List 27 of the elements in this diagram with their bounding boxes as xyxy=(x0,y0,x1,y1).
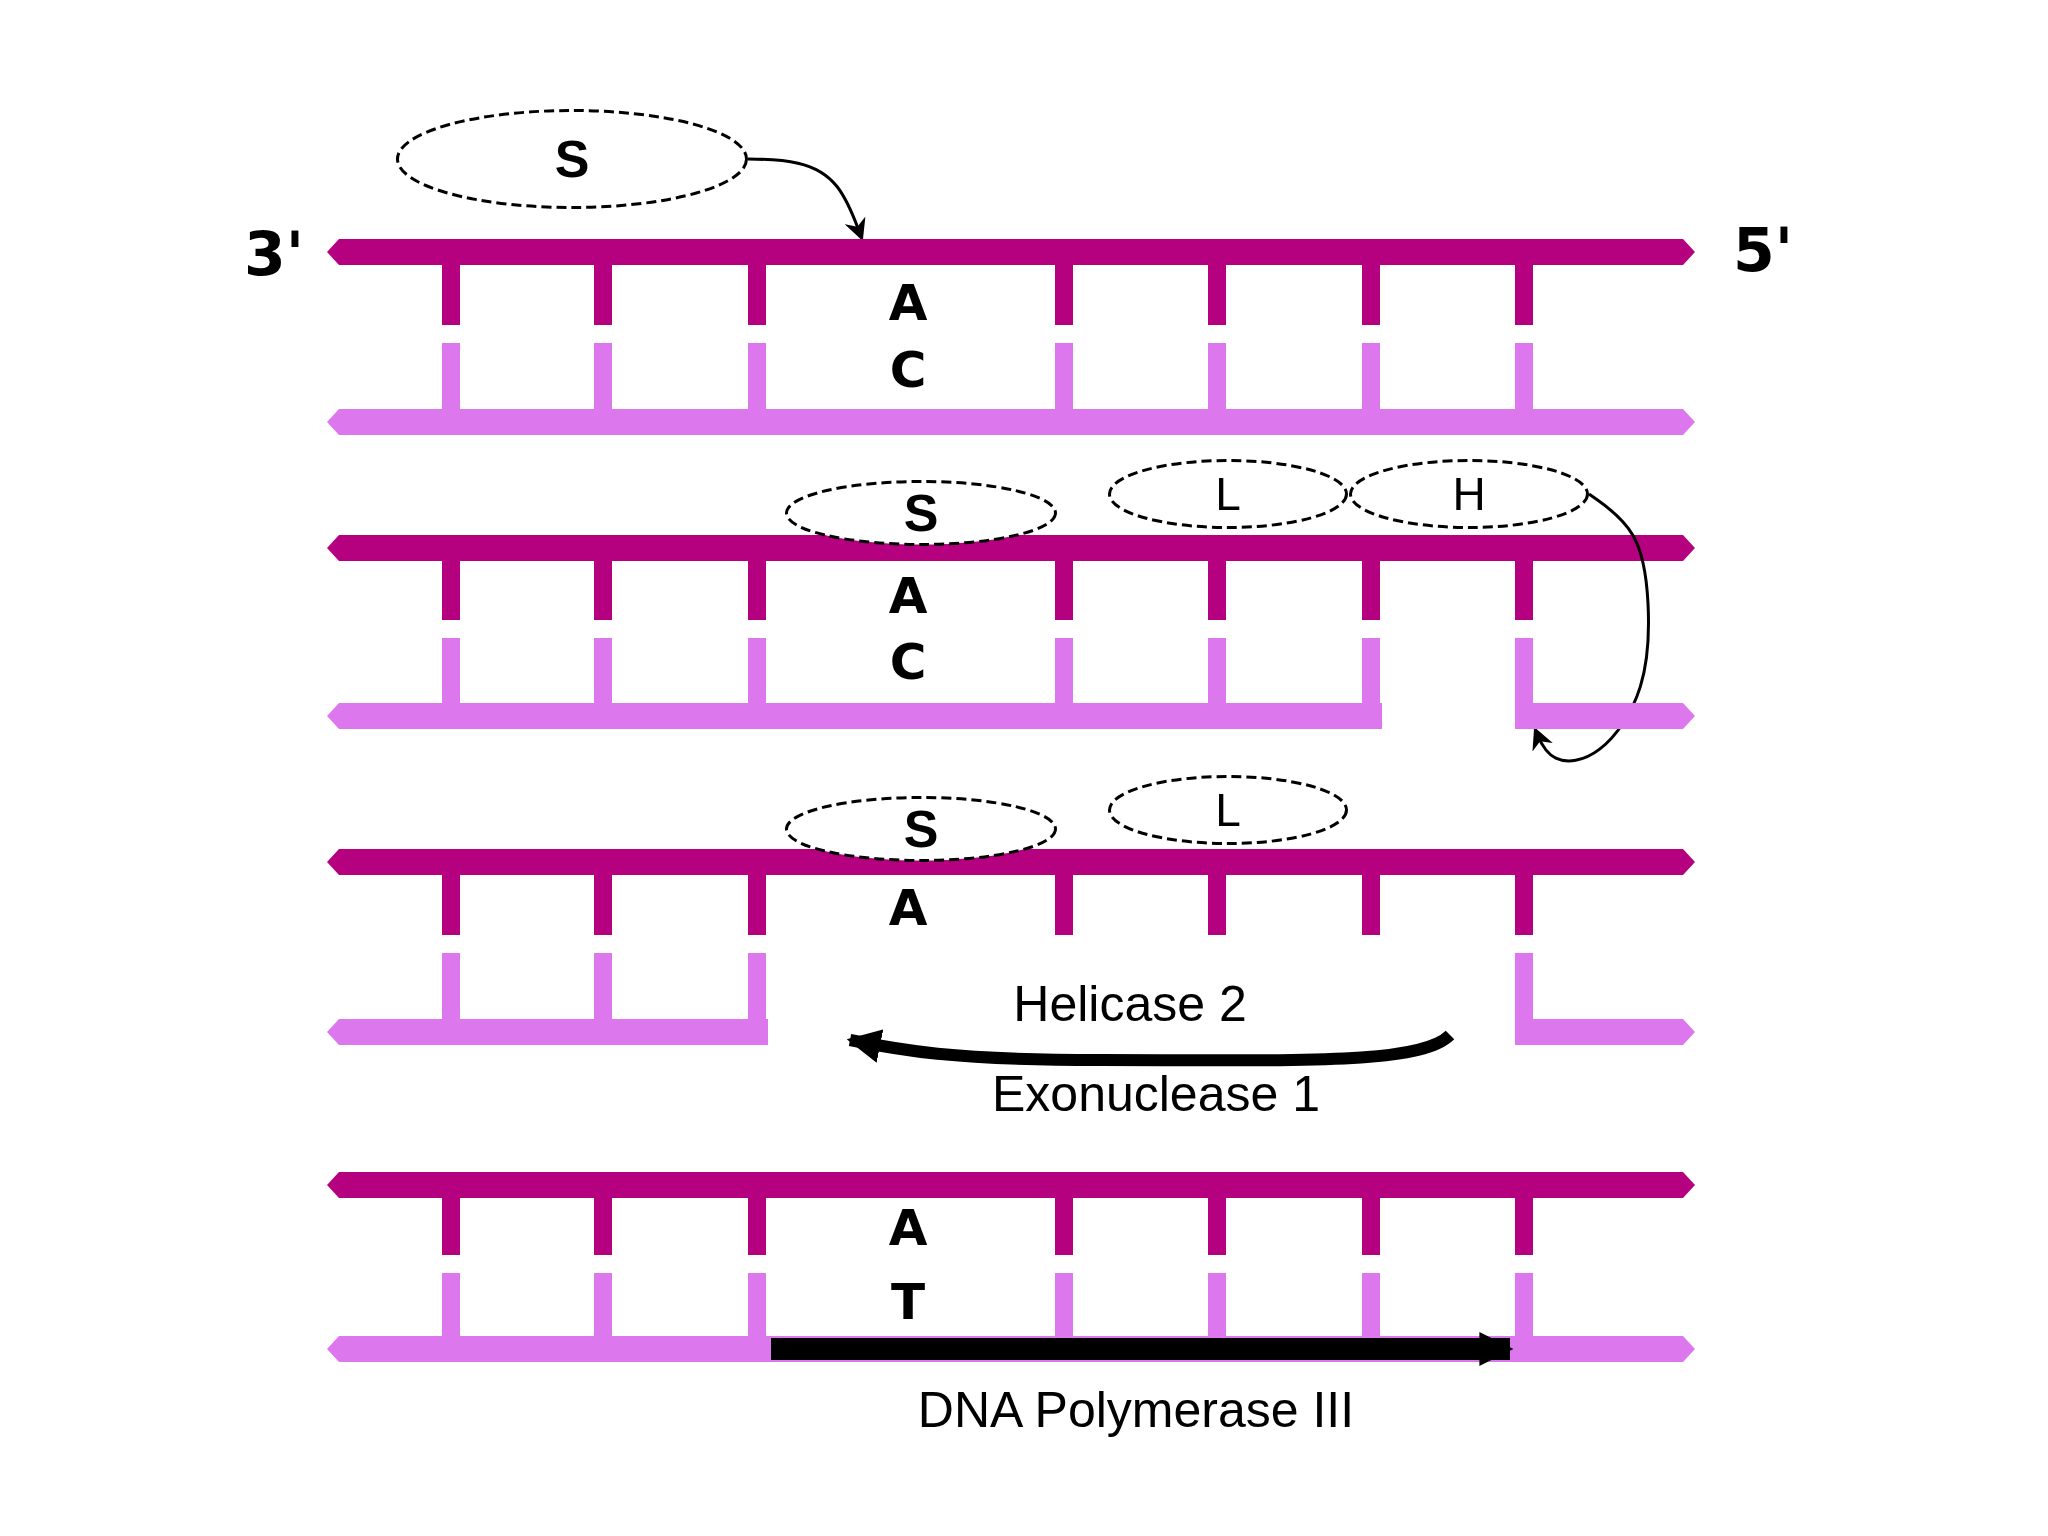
protein-ellipse xyxy=(785,480,1057,546)
base-letter: A xyxy=(888,571,928,621)
enzyme-name: Helicase 2 xyxy=(1013,979,1247,1029)
base-letter: C xyxy=(889,637,927,687)
strand-end-label: 3' xyxy=(243,224,305,284)
base-letter: C xyxy=(889,345,927,395)
base-letter: T xyxy=(890,1277,926,1327)
enzyme-label: H xyxy=(1451,471,1487,517)
dna-strand xyxy=(1515,703,1695,729)
curved-arrow xyxy=(747,157,866,242)
enzyme-label: L xyxy=(1214,787,1242,833)
enzyme-label: L xyxy=(1214,471,1242,517)
strand-end-label: 5' xyxy=(1732,220,1794,280)
base-letter: A xyxy=(888,883,928,933)
enzyme-label: S xyxy=(553,133,591,185)
protein-ellipse xyxy=(1108,459,1348,529)
enzyme-name: Exonuclease 1 xyxy=(992,1069,1320,1119)
enzyme-label: S xyxy=(902,803,940,855)
enzyme-label: S xyxy=(902,487,940,539)
curved-arrow xyxy=(1532,492,1650,763)
enzyme-name: DNA Polymerase III xyxy=(917,1385,1355,1435)
base-letter: A xyxy=(888,1203,928,1253)
protein-ellipse xyxy=(396,109,748,209)
protein-ellipse xyxy=(785,796,1057,862)
protein-ellipse xyxy=(1108,775,1348,845)
protein-ellipse xyxy=(1349,459,1589,529)
base-letter: A xyxy=(888,278,928,328)
